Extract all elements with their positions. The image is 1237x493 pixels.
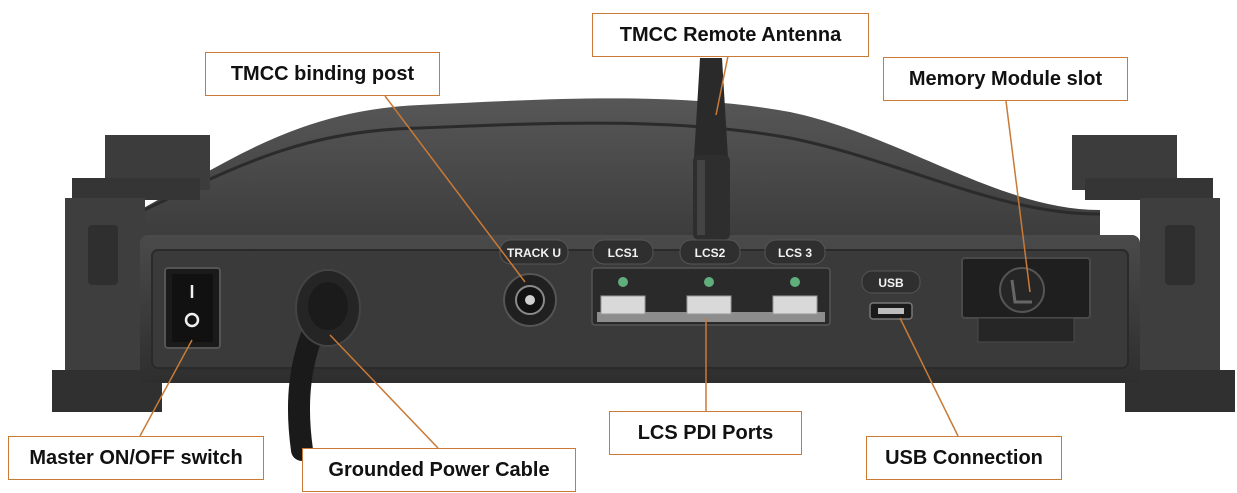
- lcs1-port: [600, 295, 646, 315]
- leader-antenna: [715, 55, 729, 116]
- lcs3-label: LCS 3: [778, 246, 812, 260]
- leader-power-cable: [329, 334, 439, 449]
- right-end-cap: [1072, 135, 1235, 412]
- antenna: [693, 58, 730, 240]
- lcs-port-plate: [591, 267, 831, 326]
- track-u-label: TRACK U: [507, 246, 561, 260]
- binding-post: TRACK U: [499, 239, 569, 327]
- lcs2-led: [704, 277, 714, 287]
- dome-edge: [139, 121, 1101, 216]
- master-switch: [164, 267, 221, 349]
- lcs-labels: LCS1 LCS2 LCS 3: [592, 239, 826, 265]
- lcs2-port: [686, 295, 732, 315]
- power-cable: [288, 269, 361, 461]
- lcs3-port: [772, 295, 818, 315]
- lcs2-label: LCS2: [695, 246, 726, 260]
- leader-usb: [899, 317, 959, 437]
- device-dome: [140, 98, 1100, 250]
- callout-tmcc-binding-post: TMCC binding post: [205, 52, 440, 96]
- callout-memory-module-slot: Memory Module slot: [883, 57, 1128, 101]
- callout-usb-connection: USB Connection: [866, 436, 1062, 480]
- usb-port: USB: [861, 270, 921, 320]
- memory-module-slot: [961, 257, 1091, 343]
- lcs1-led: [618, 277, 628, 287]
- leader-master-switch: [139, 339, 193, 437]
- callout-power-cable: Grounded Power Cable: [302, 448, 576, 492]
- callout-lcs-pdi-ports: LCS PDI Ports: [609, 411, 802, 455]
- callout-tmcc-remote-antenna: TMCC Remote Antenna: [592, 13, 869, 57]
- lcs1-label: LCS1: [608, 246, 639, 260]
- leader-binding-post: [384, 95, 526, 283]
- lcs3-led: [790, 277, 800, 287]
- leader-lines: [139, 55, 1031, 449]
- usb-label: USB: [878, 276, 904, 290]
- leader-memory-slot: [1005, 100, 1031, 293]
- callout-master-switch: Master ON/OFF switch: [8, 436, 264, 480]
